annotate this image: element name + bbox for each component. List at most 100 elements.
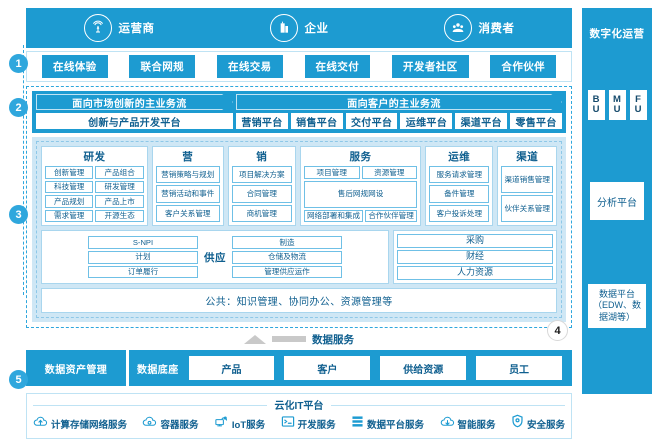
function-procurement[interactable]: 采购	[397, 234, 553, 249]
domain-service: 服务 项目管理 资源管理 售后网规网设 网络部署和集成 合作伙伴管理	[299, 146, 422, 227]
touchpoint-online-delivery[interactable]: 在线交付	[304, 55, 371, 78]
cap-network-deployment[interactable]: 网络部署和集成	[303, 209, 364, 223]
cap-product-planning[interactable]: 产品规划	[45, 195, 94, 208]
iot-device-icon	[214, 415, 229, 433]
data-domain-customer[interactable]: 客户	[284, 356, 371, 381]
data-domain-product[interactable]: 产品	[188, 356, 275, 381]
function-hr[interactable]: 人力资源	[397, 266, 553, 281]
cap-partner-mgmt[interactable]: 合作伙伴管理	[365, 209, 418, 223]
cap-channel-sales-mgmt[interactable]: 渠道销售管理	[501, 166, 553, 194]
cloud-upload-icon	[33, 415, 48, 433]
touchpoint-online-trading[interactable]: 在线交易	[216, 55, 283, 78]
terminal-icon	[281, 415, 295, 433]
cap-project-solution[interactable]: 项目解决方案	[231, 166, 292, 184]
cloud-platform-title: 云化IT平台	[33, 397, 565, 413]
service-compute-label: 计算存储网络服务	[51, 419, 128, 431]
platform-operations[interactable]: 运维平台	[400, 113, 453, 129]
analysis-platform-card[interactable]: 分析平台	[590, 182, 644, 220]
domain-sales: 销 项目解决方案 合同管理 商机管理	[227, 146, 296, 227]
cap-planning[interactable]: 计划	[88, 250, 198, 264]
platform-marketing[interactable]: 营销平台	[236, 113, 288, 129]
org-unit-mu[interactable]: M U	[608, 90, 626, 120]
service-data-platform[interactable]: 数据平台服务	[351, 415, 424, 433]
service-development[interactable]: 开发服务	[281, 415, 336, 433]
flow-market-innovation: 面向市场创新的主业务流	[36, 94, 233, 110]
domain-channel-title: 渠道	[516, 151, 539, 163]
sidebar-body: B U M U F U 分析平台 数据平台（EDW、数据湖等）	[582, 58, 652, 394]
cap-service-request-mgmt[interactable]: 服务请求管理	[429, 166, 490, 184]
cap-rd-mgmt[interactable]: 研发管理	[95, 180, 144, 194]
service-security[interactable]: 安全服务	[511, 414, 565, 433]
function-finance[interactable]: 财经	[397, 250, 553, 265]
cap-spare-parts-mgmt[interactable]: 备件管理	[429, 185, 490, 203]
service-compute-storage-network[interactable]: 计算存储网络服务	[33, 415, 127, 433]
service-container[interactable]: 容器服务	[142, 415, 198, 433]
cap-partner-relationship-mgmt[interactable]: 伙伴关系管理	[501, 195, 553, 223]
cap-tech-mgmt[interactable]: 科技管理	[45, 180, 94, 194]
up-arrow-icon	[244, 334, 266, 344]
platform-row: 创新与产品开发平台 营销平台 销售平台 交付平台 运维平台 渠道平台 零售平台	[36, 113, 562, 129]
digital-operations-sidebar: 数字化运营 B U M U F U 分析平台 数据平台（EDW、数据湖等）	[582, 8, 652, 394]
layer4-data: 数据资产管理 数据底座 产品 客户 供给资源 员工	[26, 350, 572, 387]
layer2-business-flows: 面向市场创新的主业务流 面向客户的主业务流 创新与产品开发平台 营销平台 销售平…	[32, 91, 566, 133]
platform-retail[interactable]: 零售平台	[510, 113, 562, 129]
service-iot[interactable]: IoT服务	[214, 415, 265, 433]
domain-operations-title: 运维	[448, 151, 471, 163]
platform-delivery[interactable]: 交付平台	[345, 113, 398, 129]
org-unit-bu[interactable]: B U	[587, 90, 605, 120]
cap-marketing-strategy[interactable]: 营销策略与规划	[155, 166, 220, 184]
cap-marketing-activities[interactable]: 营销活动和事件	[155, 185, 220, 203]
touchpoint-joint-network-planning[interactable]: 联合网规	[129, 55, 196, 78]
domain-channel-cells: 渠道销售管理 伙伴关系管理	[501, 166, 553, 223]
domain-rd: 研发 创新管理 产品组合 科技管理 研发管理	[41, 146, 148, 227]
cap-warehouse-logistics[interactable]: 仓储及物流	[232, 250, 342, 264]
cap-order-fulfillment[interactable]: 订单履行	[88, 265, 198, 279]
platform-innovation-product-dev[interactable]: 创新与产品开发平台	[36, 113, 233, 129]
platform-channel[interactable]: 渠道平台	[455, 113, 508, 129]
org-unit-mu-line2: U	[613, 104, 621, 115]
service-iot-label: IoT服务	[231, 419, 266, 431]
cap-opportunity-mgmt[interactable]: 商机管理	[231, 204, 292, 223]
data-domain-supply-resource[interactable]: 供给资源	[380, 356, 467, 381]
layers-2-3-wrapper: 面向市场创新的主业务流 面向客户的主业务流 创新与产品开发平台 营销平台 销售平…	[26, 86, 572, 329]
domain-marketing-cells: 营销策略与规划 营销活动和事件 客户关系管理	[155, 166, 220, 223]
cap-crm[interactable]: 客户关系管理	[155, 204, 220, 223]
domain-rd-title: 研发	[83, 151, 106, 163]
service-intelligent[interactable]: 智能服务	[440, 415, 496, 433]
cap-supply-operations-mgmt[interactable]: 管理供应运作	[232, 265, 342, 279]
org-unit-bu-line2: U	[592, 104, 600, 115]
cap-s-npi[interactable]: S-NPI	[88, 236, 198, 249]
layer-badge-5: 5	[9, 370, 28, 389]
platform-sales[interactable]: 销售平台	[290, 113, 343, 129]
data-domain-employee[interactable]: 员工	[476, 356, 562, 381]
cap-project-mgmt[interactable]: 项目管理	[303, 166, 360, 179]
layer-badge-3: 3	[9, 205, 28, 224]
cap-innovation-mgmt[interactable]: 创新管理	[45, 166, 94, 179]
container-cloud-icon	[142, 415, 157, 433]
audience-enterprise: 企业	[269, 14, 329, 42]
cap-product-launch[interactable]: 产品上市	[95, 195, 144, 208]
touchpoint-partners[interactable]: 合作伙伴	[490, 55, 557, 78]
org-unit-bu-line1: B	[592, 94, 600, 106]
cap-contract-mgmt[interactable]: 合同管理	[231, 185, 292, 203]
cap-requirement-mgmt[interactable]: 需求管理	[45, 209, 94, 223]
cap-open-source-ecosystem[interactable]: 开源生态	[95, 209, 144, 223]
domain-row: 研发 创新管理 产品组合 科技管理 研发管理	[41, 146, 557, 227]
cap-complaint-handling[interactable]: 客户投诉处理	[429, 204, 490, 223]
people-icon	[443, 14, 472, 42]
cap-after-sales-network[interactable]: 售后网规网设	[303, 180, 418, 208]
data-platform-card[interactable]: 数据平台（EDW、数据湖等）	[588, 284, 646, 328]
domain-supply-title: 供应	[204, 251, 226, 264]
org-unit-fu-line1: F	[635, 94, 641, 106]
cloud-download-icon	[440, 415, 455, 433]
cap-manufacturing[interactable]: 制造	[232, 236, 342, 249]
cap-product-portfolio[interactable]: 产品组合	[95, 166, 144, 179]
org-unit-mu-line1: M	[613, 94, 621, 106]
domain-rd-cells: 创新管理 产品组合 科技管理 研发管理 产品规划 产品上市	[45, 166, 144, 223]
touchpoint-online-experience[interactable]: 在线体验	[41, 55, 108, 78]
shared-functions: 采购 财经 人力资源	[393, 230, 557, 285]
domain-service-title: 服务	[349, 151, 372, 163]
cap-resource-mgmt[interactable]: 资源管理	[361, 166, 418, 179]
touchpoint-developer-community[interactable]: 开发者社区	[392, 55, 469, 78]
org-unit-fu[interactable]: F U	[629, 90, 647, 120]
